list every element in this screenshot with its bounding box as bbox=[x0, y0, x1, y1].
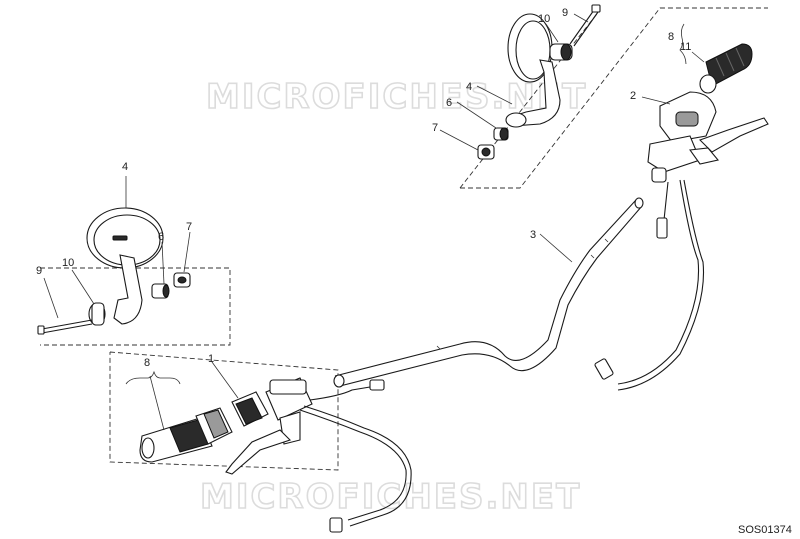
left-switch bbox=[231, 391, 269, 427]
handlebar bbox=[333, 197, 644, 388]
left-master-cylinder bbox=[225, 377, 412, 533]
callout-6-left: 6 bbox=[158, 231, 164, 243]
right-grip bbox=[699, 43, 753, 94]
callout-2: 2 bbox=[630, 90, 636, 102]
callout-9-right: 9 bbox=[562, 7, 568, 19]
mirror-left-boundary bbox=[40, 267, 231, 346]
left-grip bbox=[139, 407, 233, 463]
watermark-bottom: MICROFICHES.NET bbox=[200, 477, 581, 517]
callout-1: 1 bbox=[208, 353, 214, 365]
callout-7-left: 7 bbox=[186, 221, 192, 233]
callout-8-right: 8 bbox=[668, 31, 674, 43]
callout-10-right: 10 bbox=[538, 13, 550, 25]
callout-9-left: 9 bbox=[36, 265, 42, 277]
callout-8-left: 8 bbox=[144, 357, 150, 369]
callout-7-right: 7 bbox=[432, 122, 438, 134]
callout-3: 3 bbox=[530, 229, 536, 241]
callout-11: 11 bbox=[680, 41, 691, 53]
diagram-code: SOS01374 bbox=[738, 524, 792, 536]
leader-lines bbox=[43, 13, 705, 431]
watermark-top: MICROFICHES.NET bbox=[206, 77, 587, 117]
callout-10-left: 10 bbox=[62, 257, 74, 269]
left-mirror bbox=[37, 207, 191, 335]
right-control-assembly bbox=[594, 91, 769, 391]
right-mirror bbox=[477, 4, 601, 160]
callout-6-right: 6 bbox=[446, 97, 452, 109]
callout-4-right: 4 bbox=[466, 81, 472, 93]
grip-left-boundary bbox=[109, 351, 339, 471]
callout-4-left: 4 bbox=[122, 161, 128, 173]
callout-labels: 1 2 3 4 4 6 6 7 7 8 8 9 9 10 10 11 bbox=[36, 7, 691, 369]
